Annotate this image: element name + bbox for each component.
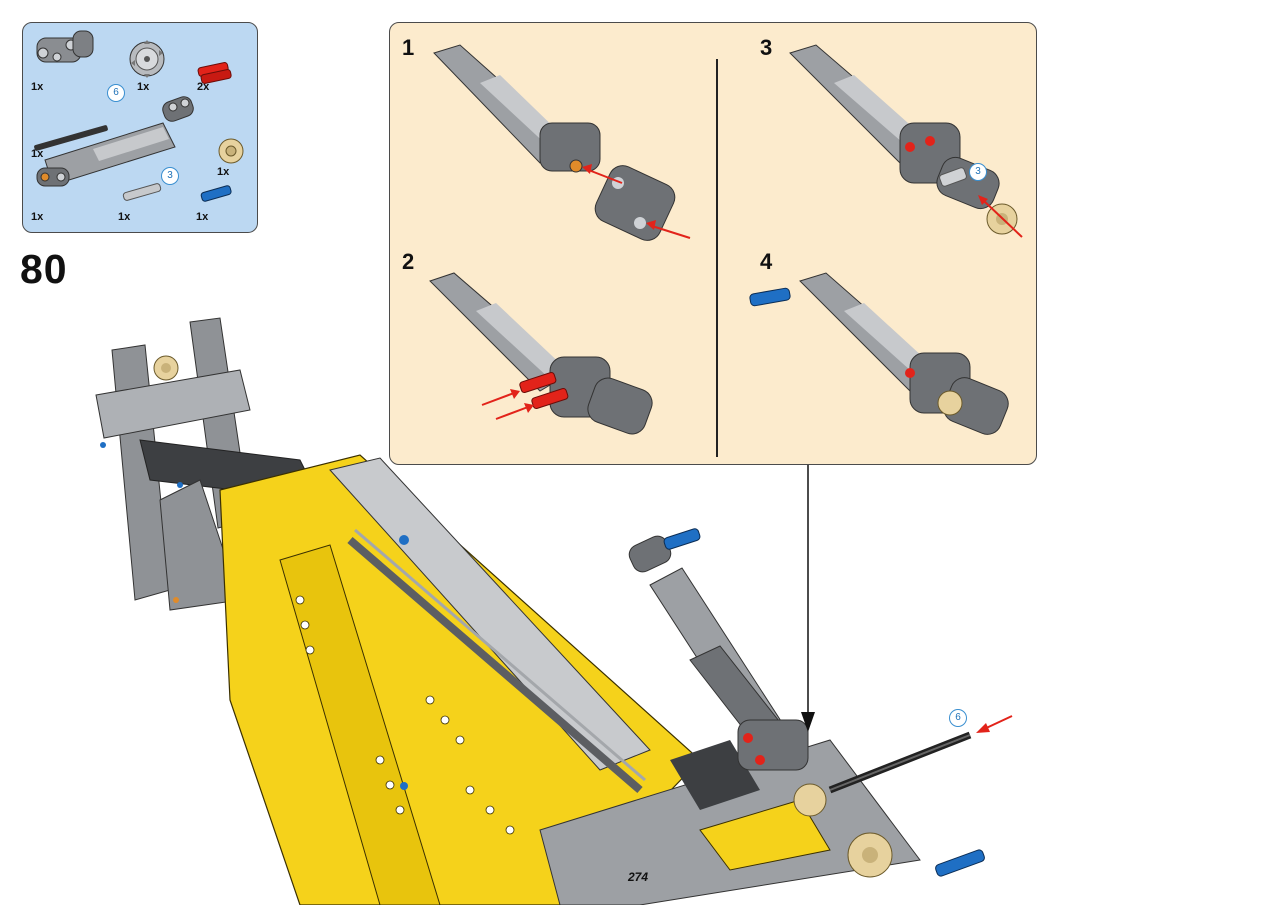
substep-4-drawing (749, 272, 1009, 435)
sub-assembly-pointer-arrow (801, 465, 815, 732)
axle-6-inserted (828, 731, 972, 794)
qty-red-pin: 2x (197, 81, 210, 93)
linear-actuator-part (36, 96, 194, 187)
qty-axle-6: 1x (31, 148, 44, 160)
qty-axle-3: 1x (118, 211, 131, 223)
red-insert-arrow-icon (976, 715, 1013, 733)
substep-2-drawing (429, 272, 653, 435)
tan-gear-part (218, 138, 244, 164)
substep-3-number: 3 (760, 35, 773, 60)
substep-4-number: 4 (760, 249, 773, 274)
qty-gear: 1x (137, 81, 150, 93)
axle-6-part (34, 125, 108, 151)
gray-connector-part (36, 30, 94, 63)
red-axle-pin-part (197, 62, 232, 84)
sub-steps-divider (716, 59, 718, 457)
substep-3-drawing (789, 44, 1023, 238)
linear-actuator-installed (628, 528, 809, 771)
parts-list-box: 1x 1x 2x 6 1x 1x 3 1x 1x 1x (22, 22, 258, 233)
substep-1-number: 1 (402, 35, 415, 60)
main-axle-callout-6: 6 (949, 709, 967, 727)
sub-assembly-illustration (429, 44, 1023, 435)
page-number: 274 (628, 870, 649, 884)
qty-gray-connector: 1x (31, 81, 44, 93)
parts-list-illustration (34, 30, 244, 202)
qty-blue-pin: 1x (196, 211, 209, 223)
blue-pin-part (200, 185, 232, 202)
gear-12-tooth-part (129, 40, 165, 78)
axle-length-callout-6: 6 (107, 84, 125, 102)
sub-assembly-box: 1 2 3 4 (389, 22, 1037, 465)
yellow-boom (219, 454, 701, 905)
qty-tan-gear: 1x (217, 166, 230, 178)
axle-length-callout-3: 3 (161, 167, 179, 185)
substep-3-axle-callout: 3 (969, 163, 987, 181)
axle-3-part (122, 183, 162, 201)
substep-1-drawing (433, 44, 691, 241)
substep-2-number: 2 (402, 249, 415, 274)
step-number: 80 (20, 246, 68, 292)
qty-linear-actuator: 1x (31, 211, 44, 223)
